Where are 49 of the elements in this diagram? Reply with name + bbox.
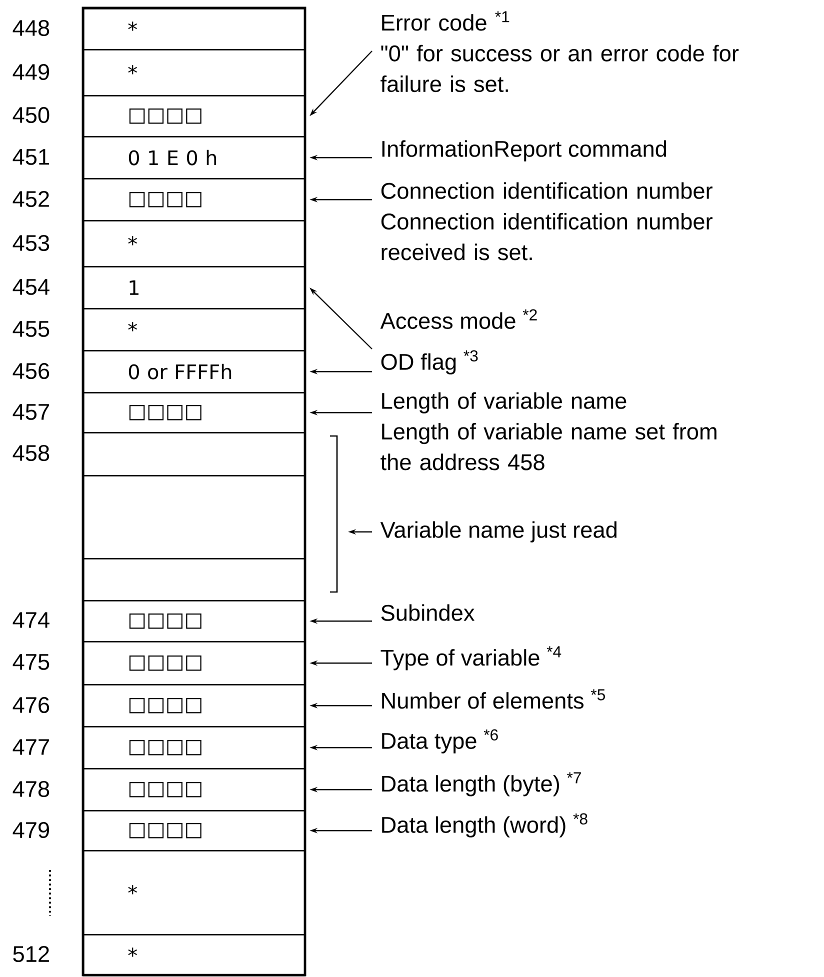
memory-cell: 1 (83, 266, 306, 310)
address-label: 458 (12, 444, 50, 462)
address-label: 478 (12, 780, 50, 798)
memory-cell: 0 or FFFFh (83, 350, 306, 394)
memory-cell: 0 1 E 0 h (83, 136, 306, 180)
address-label: 449 (12, 64, 50, 80)
annotation-text: Error code $^{*1}$ "0" for success or an error code for failure is set. (380, 11, 739, 92)
annotation-text: Connection identification number Connection identification number received is set. (381, 182, 712, 260)
address-label: 457 (12, 404, 49, 420)
annotation-text: Data type $^{*6}$ (382, 729, 498, 754)
memory-cell: □□□□ (83, 600, 306, 642)
address-label: 475 (12, 654, 50, 670)
annotation-text: Length of variable name Length of variable name set from the address 458 (380, 392, 716, 470)
memory-cell: □□□□ (83, 392, 306, 434)
annotation-text: InformationReport command (382, 140, 666, 162)
address-label: 448 (12, 20, 50, 36)
address-label: 453 (12, 234, 50, 252)
annotation-text: Variable name just read (380, 521, 616, 542)
annotation-text: Number of elements $^{*5}$ (382, 689, 605, 709)
memory-cell: □□□□ (83, 684, 306, 728)
memory-cell: * (83, 934, 306, 976)
node-label: * (128, 22, 138, 31)
annotation-text: Subindex (381, 604, 475, 621)
address-label: 455 (12, 321, 50, 337)
address-label: 474 (12, 612, 50, 628)
memory-cell: □□□□ (83, 726, 306, 770)
annotation-text: Data length (word) $^{*8}$ (382, 813, 588, 838)
address-label: 512 (13, 946, 49, 962)
address-label: 452 (12, 190, 49, 208)
annotation-text: Data length (byte) $^{*7}$ (382, 772, 581, 796)
address-label: 479 (12, 822, 50, 838)
memory-cell: * (83, 220, 306, 268)
memory-cell: □□□□ (83, 768, 306, 812)
memory-cell: * (83, 49, 306, 96)
memory-cell: * (83, 850, 306, 936)
memory-cell: □□□□ (83, 178, 306, 222)
address-label: 451 (12, 149, 49, 165)
address-label: 454 (12, 279, 50, 295)
memory-cell: □□□□ (83, 95, 306, 138)
annotation-text: Access mode $^{*2}$ (380, 309, 537, 329)
memory-cell: □□□□ (83, 810, 306, 852)
memory-cell: □□□□ (83, 641, 306, 686)
annotation-text: OD flag $^{*3}$ (381, 350, 478, 374)
memory-cell: * (83, 308, 306, 352)
annotation-text: Type of variable $^{*4}$ (380, 646, 562, 670)
address-label: 476 (12, 696, 50, 714)
address-label: 456 (12, 362, 50, 380)
address-label: 477 (12, 739, 49, 755)
address-label: 450 (12, 106, 50, 124)
